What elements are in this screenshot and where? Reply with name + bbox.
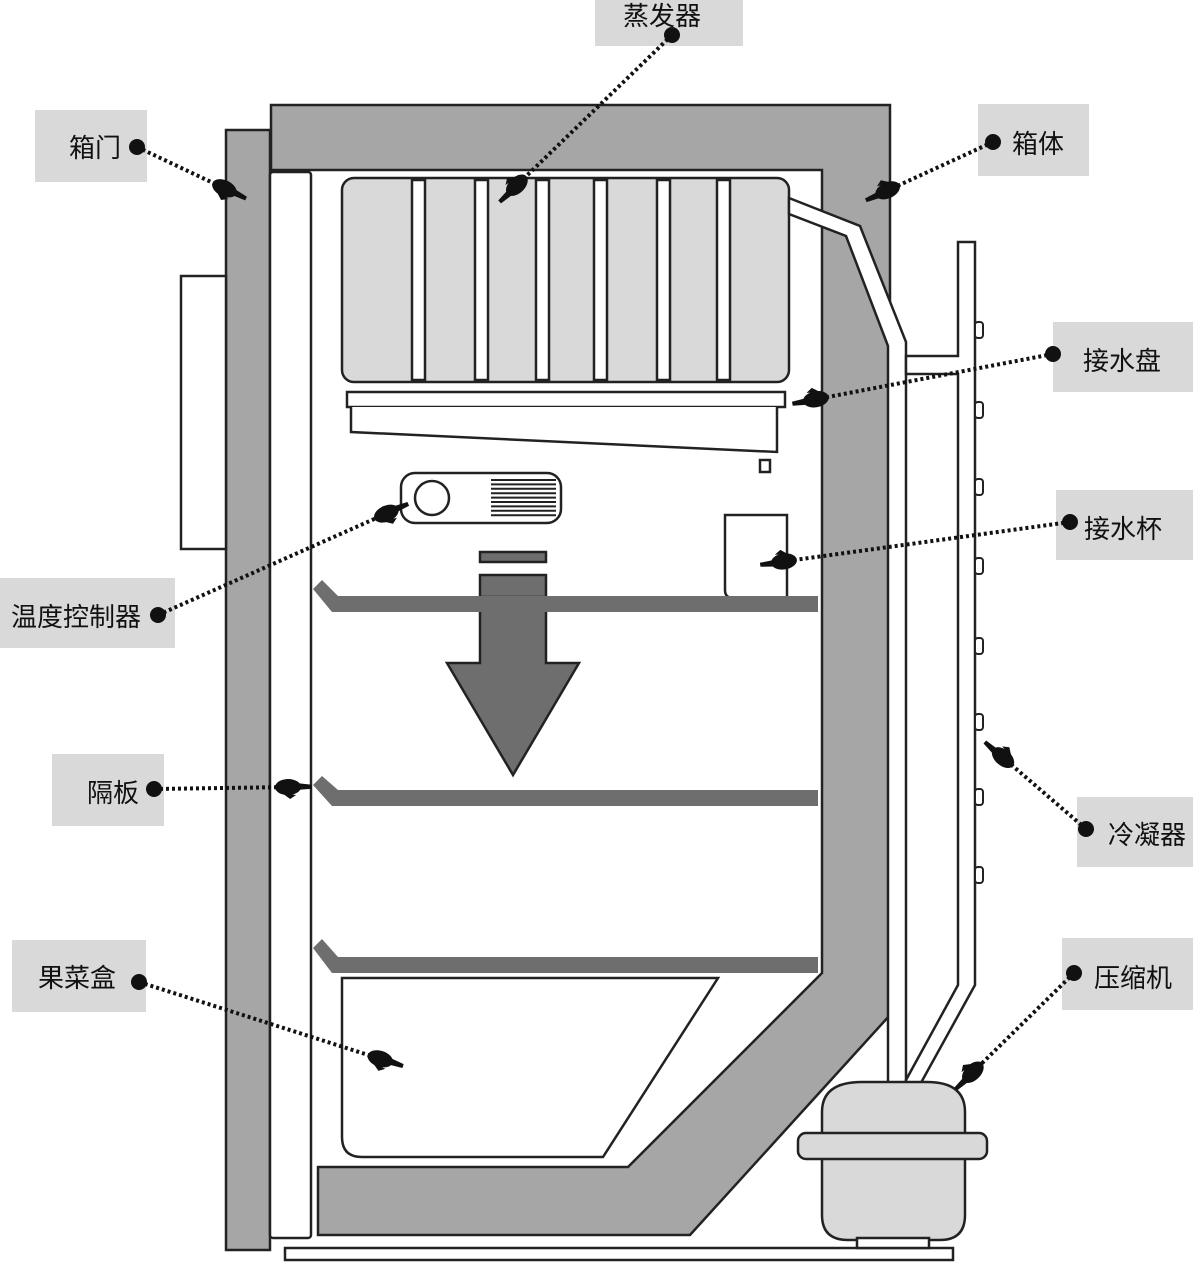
leader-dot-condenser <box>1078 821 1094 837</box>
label-condenser-text: 冷凝器 <box>1108 821 1186 851</box>
leader-dot-water-cup <box>1062 514 1078 530</box>
condenser-peg <box>974 866 984 884</box>
leader-condenser <box>998 753 1088 831</box>
pointing-hand-icon <box>374 502 410 524</box>
label-condenser: 冷凝器 <box>1077 797 1193 867</box>
compressor <box>796 1080 989 1250</box>
evaporator <box>340 176 908 1092</box>
leader-dot-thermostat <box>150 607 166 623</box>
pointing-hand-icon <box>212 179 247 201</box>
pointing-hand-icon <box>864 180 900 203</box>
drip-tray <box>345 390 787 474</box>
leader-dot-evaporator <box>664 27 680 43</box>
evaporator-fin <box>534 178 551 382</box>
leader-drip-tray <box>811 352 1054 402</box>
leader-dot-drip-tray <box>1045 346 1061 362</box>
pointing-hand-icon <box>275 779 313 800</box>
evaporator-fins <box>410 178 732 382</box>
leader-dot-shelf <box>146 781 162 797</box>
label-crisper: 果菜盒 <box>12 940 146 1012</box>
leader-thermostat <box>157 510 391 617</box>
pointing-hand-icon <box>367 1050 404 1071</box>
pointing-hand-icon <box>983 740 1015 769</box>
leader-shelf <box>153 785 293 791</box>
shelf-1 <box>313 580 818 612</box>
evaporator-fin <box>473 178 490 382</box>
thermostat-grille <box>491 479 556 517</box>
leader-water-cup <box>779 520 1071 564</box>
label-compressor-text: 压缩机 <box>1094 964 1172 994</box>
pointing-hand-icon <box>791 387 829 408</box>
leader-dot-compressor <box>1066 965 1082 981</box>
leader-crisper <box>138 980 385 1062</box>
condenser-peg <box>974 713 984 731</box>
label-thermostat-text: 温度控制器 <box>11 603 141 633</box>
leader-cabinet <box>883 140 994 194</box>
condenser-peg <box>974 478 984 496</box>
condenser-peg <box>974 788 984 806</box>
label-thermostat: 温度控制器 <box>0 578 175 648</box>
condenser-peg <box>974 401 984 419</box>
shelf-3 <box>313 939 818 973</box>
shelf-2 <box>313 776 818 806</box>
leader-compressor <box>968 971 1076 1077</box>
leader-evaporator <box>512 33 674 190</box>
condenser <box>904 240 984 1092</box>
leader-lines <box>129 27 1094 1091</box>
label-cabinet: 箱体 <box>978 104 1089 176</box>
shelves <box>313 580 818 973</box>
evaporator-fin <box>715 178 732 382</box>
leader-door <box>136 145 229 192</box>
condenser-peg <box>974 637 984 655</box>
label-evaporator-text: 蒸发器 <box>623 2 701 32</box>
label-water-cup-text: 接水杯 <box>1084 515 1162 545</box>
pointing-hand-icon <box>759 549 797 570</box>
pointing-hand-icon <box>954 1061 984 1091</box>
label-drip-tray-text: 接水盘 <box>1083 347 1161 377</box>
label-compressor: 压缩机 <box>1062 938 1193 1010</box>
label-door: 箱门 <box>35 110 147 182</box>
label-shelf: 隔板 <box>52 754 164 826</box>
door <box>179 128 313 1252</box>
condenser-peg <box>974 321 984 339</box>
condenser-fins <box>974 321 984 884</box>
label-shelf-text: 隔板 <box>87 779 139 809</box>
crisper-drawer <box>340 976 721 1159</box>
label-cabinet-text: 箱体 <box>1012 130 1064 160</box>
pointing-hand-icon <box>498 174 528 204</box>
leader-dot-crisper <box>131 974 147 990</box>
condenser-peg <box>974 557 984 575</box>
evaporator-fin <box>592 178 609 382</box>
label-drip-tray: 接水盘 <box>1053 322 1193 392</box>
cold-air-arrow <box>444 550 582 778</box>
thermostat <box>399 471 563 525</box>
leader-dot-cabinet <box>985 134 1001 150</box>
evaporator-fin <box>410 178 427 382</box>
label-water-cup: 接水杯 <box>1056 490 1193 560</box>
label-crisper-text: 果菜盒 <box>38 964 116 994</box>
leader-dot-door <box>129 139 145 155</box>
evaporator-fin <box>655 178 672 382</box>
label-door-text: 箱门 <box>69 134 121 164</box>
